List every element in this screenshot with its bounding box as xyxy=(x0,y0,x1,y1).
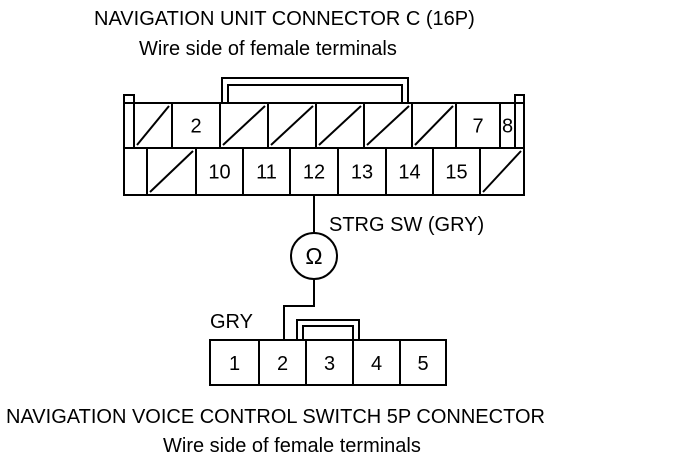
row2-pin-12: 12 xyxy=(303,162,325,184)
row1-unused-mark-6 xyxy=(366,105,410,146)
bottom-pin-5: 5 xyxy=(417,353,428,375)
wire-gry xyxy=(283,279,315,340)
bottom-connector-outline xyxy=(209,339,447,386)
row2-pin-11: 11 xyxy=(256,162,277,184)
row1-unused-mark-4 xyxy=(270,105,314,146)
bottom-connector-title: NAVIGATION VOICE CONTROL SWITCH 5P CONNE… xyxy=(6,406,545,428)
row1-unused-mark-5 xyxy=(318,105,362,146)
row1-pin-2: 2 xyxy=(190,116,201,138)
row2-pin-13: 13 xyxy=(351,162,373,184)
row2-pin-14: 14 xyxy=(398,162,420,184)
top-connector-latch xyxy=(221,77,409,103)
bottom-pin-3: 3 xyxy=(324,353,335,375)
row2-pin-15: 15 xyxy=(445,162,467,184)
row1-cell-10 xyxy=(514,102,525,149)
bottom-connector-latch xyxy=(296,319,360,340)
bottom-pin-2: 2 xyxy=(277,353,288,375)
bottom-connector-subtitle: Wire side of female terminals xyxy=(163,435,421,457)
row2-pin-10: 10 xyxy=(208,162,230,184)
wire-top-label: STRG SW (GRY) xyxy=(329,214,484,236)
wire-bottom-label: GRY xyxy=(210,311,253,333)
row2-cell-0 xyxy=(123,147,148,196)
row2-unused-mark-8 xyxy=(482,150,522,193)
bottom-pin-1: 1 xyxy=(229,353,240,375)
ohm-symbol: Ω xyxy=(305,243,322,269)
top-connector-title: NAVIGATION UNIT CONNECTOR C (16P) xyxy=(94,8,475,30)
row2-cell-8 xyxy=(479,147,525,196)
row1-pin-7: 7 xyxy=(472,116,483,138)
ohmmeter: Ω xyxy=(290,232,338,280)
bottom-pin-4: 4 xyxy=(371,353,382,375)
row1-unused-mark-3 xyxy=(222,105,266,146)
top-connector-row2: 10 11 12 13 14 15 xyxy=(123,147,525,196)
row1-cell-0 xyxy=(123,102,135,149)
top-connector-subtitle: Wire side of female terminals xyxy=(139,38,397,60)
row1-pin-8: 8 xyxy=(502,116,513,138)
bottom-connector: 1 2 3 4 5 xyxy=(209,319,447,386)
row2-unused-mark-1 xyxy=(149,150,194,193)
row1-unused-mark-7 xyxy=(414,105,454,146)
bottom-connector-pins: 1 2 3 4 5 xyxy=(229,340,429,385)
row1-unused-mark-1 xyxy=(136,105,170,146)
